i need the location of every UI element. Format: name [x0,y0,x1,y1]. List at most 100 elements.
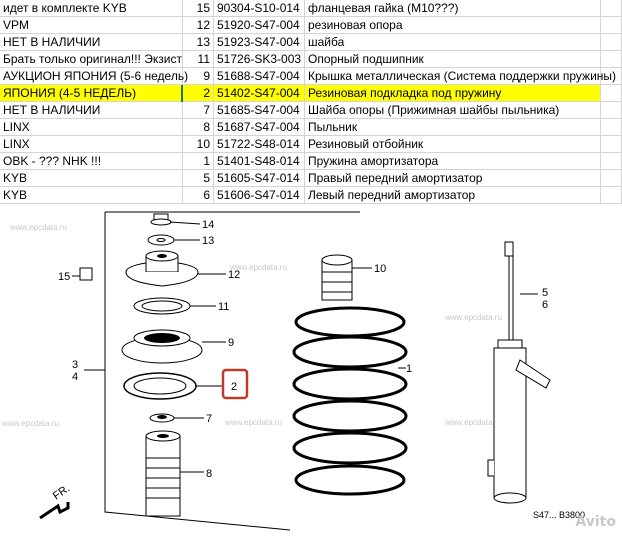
qty-cell[interactable]: 12 [182,16,214,34]
empty-cell[interactable] [600,186,622,204]
part-number-cell[interactable]: 51685-S47-004 [213,101,305,119]
part-number-cell[interactable]: 51726-SK3-003 [213,50,305,68]
description-cell[interactable]: Крышка металлическая (Система поддержки … [304,67,616,85]
empty-cell[interactable] [600,33,622,51]
qty-cell[interactable]: 7 [182,101,214,119]
description-cell[interactable]: Пружина амортизатора [304,152,601,170]
supplier-cell[interactable]: ЯПОНИЯ (4-5 НЕДЕЛЬ) [0,84,183,102]
description-cell[interactable]: фланцевая гайка (M10???) [304,0,601,17]
watermark-2: www.epcdata.ru [229,263,287,272]
callout-8: 8 [206,468,212,480]
qty-cell[interactable]: 5 [182,169,214,187]
qty-cell[interactable]: 9 [182,67,214,85]
empty-cell[interactable] [600,118,622,136]
description-cell[interactable]: Левый передний амортизатор [304,186,601,204]
part-number-cell[interactable]: 51401-S48-014 [213,152,305,170]
qty-cell[interactable]: 8 [182,118,214,136]
description-cell[interactable]: Правый передний амортизатор [304,169,601,187]
callout-1: 1 [406,363,412,375]
watermark-1: www.epcdata.ru [9,223,67,232]
supplier-cell[interactable]: OBK - ??? NHK !!! [0,152,183,170]
part-number-cell[interactable]: 51688-S47-004 [213,67,305,85]
empty-cell[interactable] [600,135,622,153]
callout-14: 14 [202,219,214,231]
supplier-cell[interactable]: АУКЦИОН ЯПОНИЯ (5-6 недель) [0,67,188,85]
part-10-bump-stop [321,254,372,301]
watermark-3: www.epcdata.ru [444,313,502,322]
part-number-cell[interactable]: 90304-S10-014 [213,0,305,17]
supplier-cell[interactable]: Брать только оригинал!!! Экзист [0,50,183,68]
part-number-cell[interactable]: 51605-S47-014 [213,169,305,187]
qty-cell[interactable]: 2 [182,84,214,102]
empty-cell[interactable] [600,16,622,34]
qty-cell[interactable]: 13 [182,33,214,51]
description-cell[interactable]: Резиновый отбойник [304,135,601,153]
highlight-box-part-2 [221,368,249,400]
empty-cell[interactable] [600,169,622,187]
empty-cell[interactable] [600,0,622,17]
part-number-cell[interactable]: 51920-S47-004 [213,16,305,34]
part-5-6-shock-absorber [487,241,551,504]
qty-cell[interactable]: 1 [182,152,214,170]
part-14-flange-nut [150,213,201,226]
callout-9: 9 [228,337,234,349]
exploded-diagram: www.epcdata.ru www.epcdata.ru www.epcdat… [0,200,622,540]
part-1-coil-spring [292,306,408,496]
part-number-cell[interactable]: 51687-S47-004 [213,118,305,136]
description-cell[interactable]: шайба [304,33,601,51]
qty-cell[interactable]: 15 [182,0,214,17]
callout-2: 2 [231,381,237,393]
part-number-cell[interactable]: 51606-S47-014 [213,186,305,204]
supplier-cell[interactable]: идет в комплекте KYB [0,0,183,17]
callout-12: 12 [228,269,240,281]
qty-cell[interactable]: 11 [182,50,214,68]
watermark-4: www.epcdata.ru [1,419,59,428]
figure-code: S47... B3800 [533,510,586,520]
description-cell[interactable]: Опорный подшипник [304,50,601,68]
supplier-cell[interactable]: VPM [0,16,183,34]
qty-cell[interactable]: 10 [182,135,214,153]
description-cell[interactable]: Резиновая подкладка под пружину [304,84,601,102]
supplier-cell[interactable]: НЕТ В НАЛИЧИИ [0,33,183,51]
empty-cell[interactable] [600,67,622,85]
part-12-rubber-mount [125,250,226,287]
empty-cell[interactable] [600,101,622,119]
supplier-cell[interactable]: KYB [0,186,183,204]
part-15-nut [72,267,93,281]
supplier-cell[interactable]: НЕТ В НАЛИЧИИ [0,101,183,119]
empty-cell[interactable] [600,152,622,170]
supplier-cell[interactable]: LINX [0,135,183,153]
callout-7: 7 [206,413,212,425]
part-number-cell[interactable]: 51923-S47-004 [213,33,305,51]
description-cell[interactable]: Шайба опоры (Прижимная шайбы пыльника) [304,101,601,119]
supplier-cell[interactable]: KYB [0,169,183,187]
empty-cell[interactable] [600,50,622,68]
qty-cell[interactable]: 6 [182,186,214,204]
description-cell[interactable]: Пыльник [304,118,601,136]
part-13-washer [147,234,200,246]
part-2-rubber-pad [123,372,222,400]
part-number-cell[interactable]: 51402-S47-004 [213,84,305,102]
description-cell[interactable]: резиновая опора [304,16,601,34]
empty-cell[interactable] [600,84,622,102]
fr-label: FR. [51,482,72,502]
callout-6: 6 [542,299,548,311]
watermark-5: www.epcdata.ru [224,418,282,427]
callout-10: 10 [374,263,386,275]
part-number-cell[interactable]: 51722-S48-014 [213,135,305,153]
supplier-cell[interactable]: LINX [0,118,183,136]
fr-arrow: FR. [39,482,72,520]
